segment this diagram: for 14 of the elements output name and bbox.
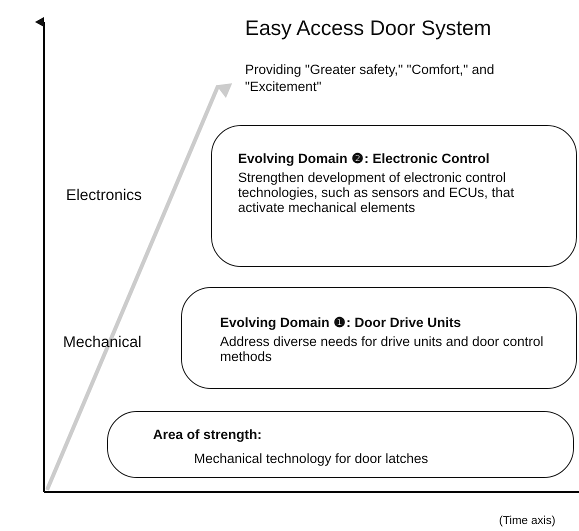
- axis-label: Mechanical: [63, 334, 142, 351]
- rounded-box: [107, 411, 574, 478]
- box-text: Mechanical technology for door latches: [194, 451, 430, 466]
- box-heading: Evolving Domain ❶: Door Drive Units: [220, 314, 462, 330]
- box-heading: Area of strength:: [153, 427, 262, 442]
- axis-label: (Time axis): [499, 514, 556, 529]
- axis-label: Electronics: [66, 187, 142, 204]
- box-text: Address diverse needs for drive units and door control methods: [220, 334, 544, 364]
- diagram-title: Easy Access Door System: [245, 17, 492, 41]
- rounded-box: [181, 287, 577, 389]
- rounded-box: [211, 125, 577, 267]
- subtitle: Providing "Greater safety," "Comfort," and "Excitement": [245, 61, 496, 95]
- box-heading: Evolving Domain ❷: Electronic Control: [238, 150, 490, 166]
- box-text: Strengthen development of electronic control technologies, such as sensors and ECUs, that activate mechanical elements: [238, 170, 516, 215]
